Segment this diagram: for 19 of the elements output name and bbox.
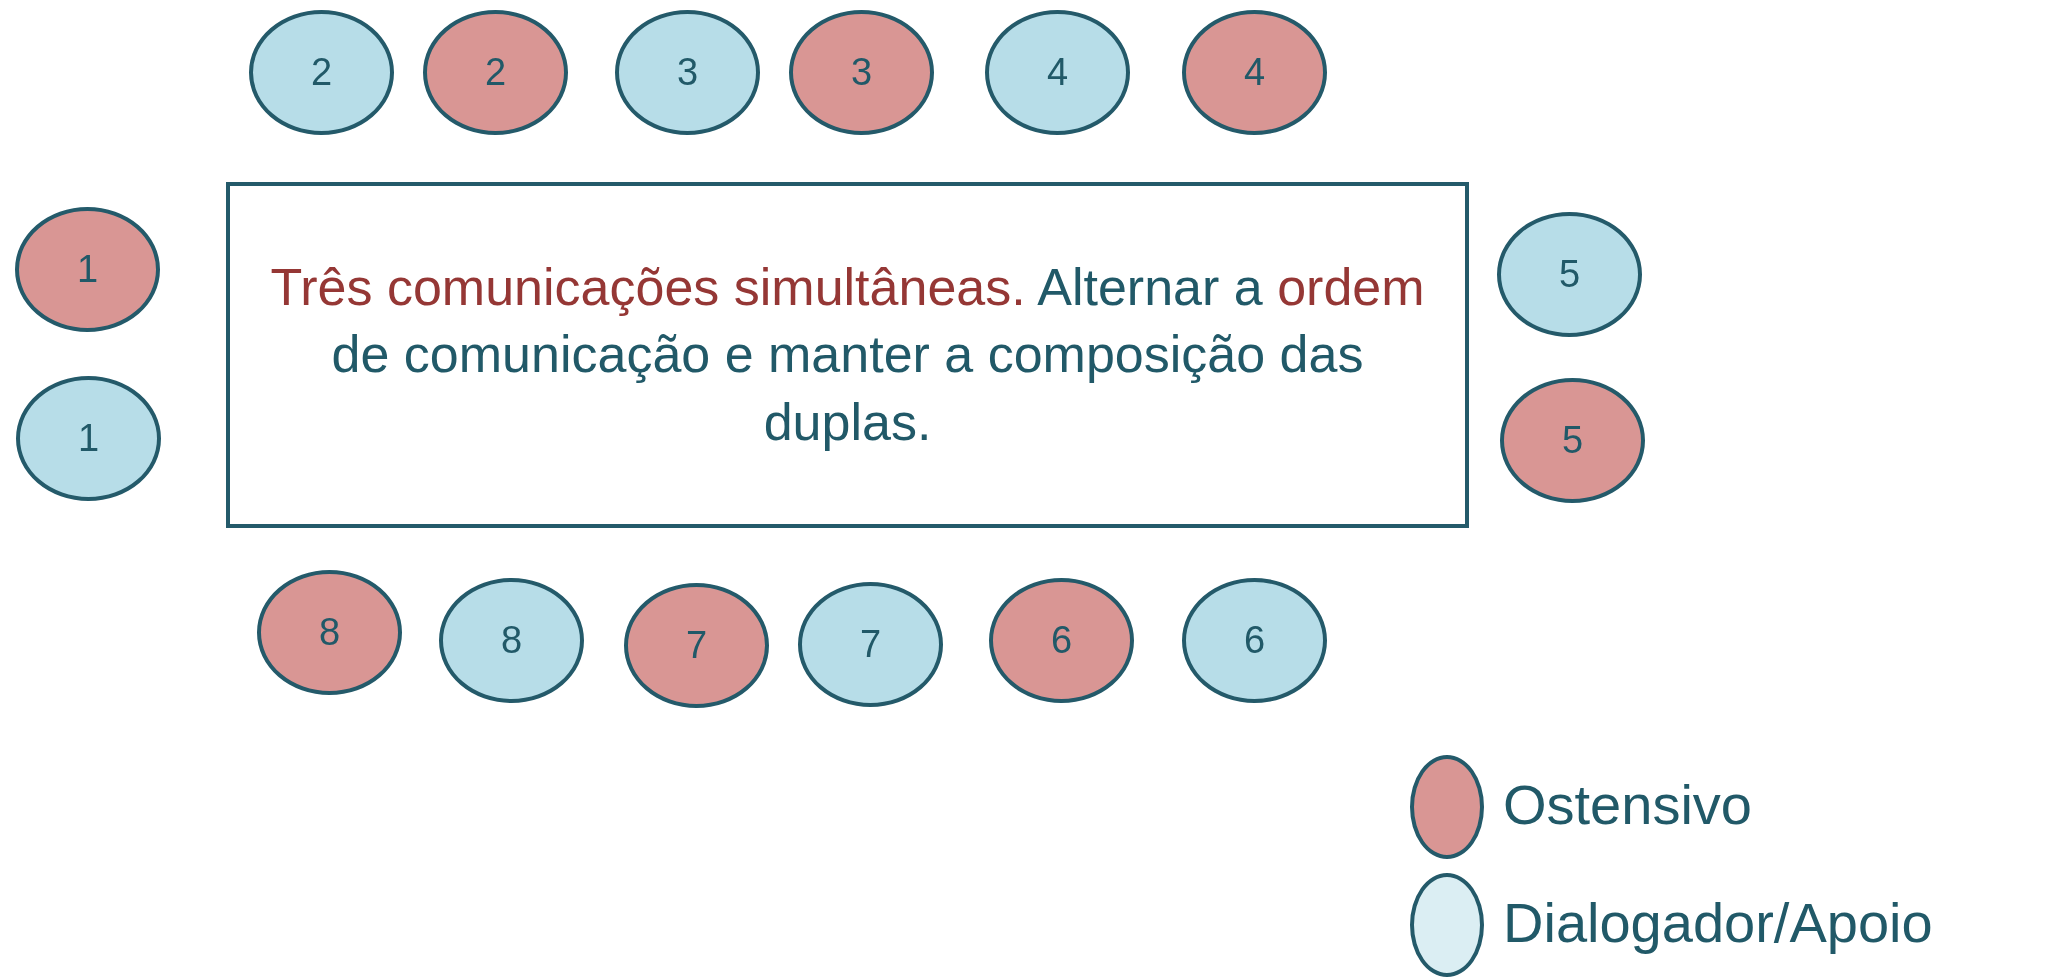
seat-circle: 8: [257, 570, 402, 695]
legend-label: Ostensivo: [1503, 777, 1752, 833]
seat-circle: 6: [1182, 578, 1327, 703]
seat-circle: 4: [1182, 10, 1327, 135]
seat-circle: 3: [615, 10, 760, 135]
seat-circle: 1: [15, 207, 160, 332]
seat-circle: 5: [1500, 378, 1645, 503]
seat-circle: 3: [789, 10, 934, 135]
seat-circle: 7: [798, 582, 943, 707]
seat-circle: 2: [423, 10, 568, 135]
seat-circle: 5: [1497, 212, 1642, 337]
seat-circle: 6: [989, 578, 1134, 703]
seat-circle: 7: [624, 583, 769, 708]
seat-circle: 4: [985, 10, 1130, 135]
seat-circle: 1: [16, 376, 161, 501]
text-box: [226, 182, 1469, 528]
description-text: Três comunicações simultâneas. Alternar a ordem de comunicação e manter a composição das duplas.: [269, 256, 1426, 453]
seat-circle: 2: [249, 10, 394, 135]
seat-circle: 8: [439, 578, 584, 703]
